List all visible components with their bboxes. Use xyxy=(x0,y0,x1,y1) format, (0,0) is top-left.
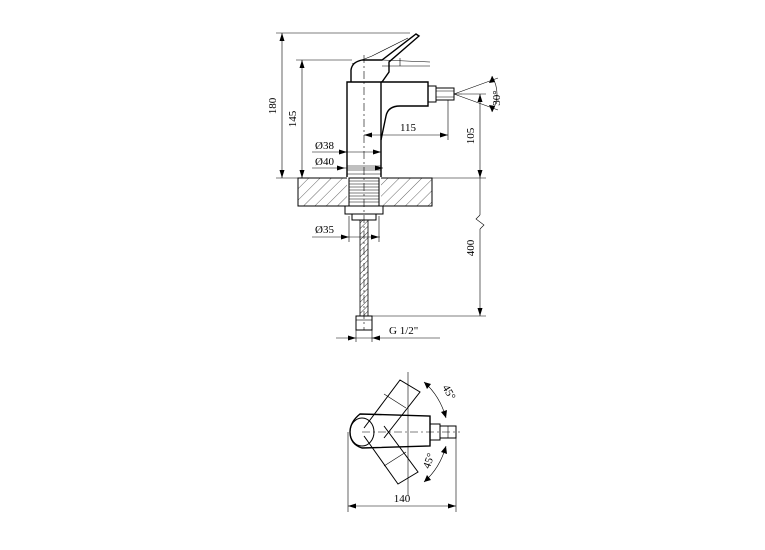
label-diameter-base: Ø40 xyxy=(315,156,334,168)
lever-position-down xyxy=(363,425,419,485)
dim-diameter-base: Ø40 xyxy=(312,156,383,171)
side-view: 180 145 115 105 xyxy=(267,32,503,342)
label-lever-angle-down: 45° xyxy=(421,452,438,471)
label-spout-height: 145 xyxy=(287,110,299,127)
dim-outlet-height: 105 xyxy=(432,93,486,179)
dim-top-width: 140 xyxy=(347,432,457,512)
lever-position-up xyxy=(363,379,421,439)
label-diameter-shank: Ø35 xyxy=(315,224,334,236)
label-total-height: 180 xyxy=(267,97,279,114)
dim-diameter-shank: Ø35 xyxy=(312,216,380,242)
label-lever-angle-up: 45° xyxy=(440,383,458,402)
spout xyxy=(380,81,462,141)
top-view: 45° 45° 140 xyxy=(347,372,460,512)
lever-handle xyxy=(350,33,431,83)
label-diameter-top: Ø38 xyxy=(315,140,334,152)
dim-hose-length: 400 xyxy=(372,178,486,317)
label-top-width: 140 xyxy=(394,493,411,505)
label-spout-reach: 115 xyxy=(400,122,417,134)
dim-total-height: 180 xyxy=(267,32,410,179)
label-outlet-height: 105 xyxy=(465,127,477,144)
flexible-hose xyxy=(355,219,373,331)
dim-spout-reach: 115 xyxy=(364,100,449,140)
label-connection: G 1/2" xyxy=(389,325,418,337)
dim-connection: G 1/2" xyxy=(336,325,440,342)
dim-spout-height: 145 xyxy=(287,59,352,178)
label-hose-length: 400 xyxy=(465,239,477,256)
label-swivel-angle: 30° xyxy=(491,90,503,105)
dim-diameter-top: Ø38 xyxy=(312,140,381,155)
dim-swivel-angle: 30° xyxy=(453,75,503,113)
